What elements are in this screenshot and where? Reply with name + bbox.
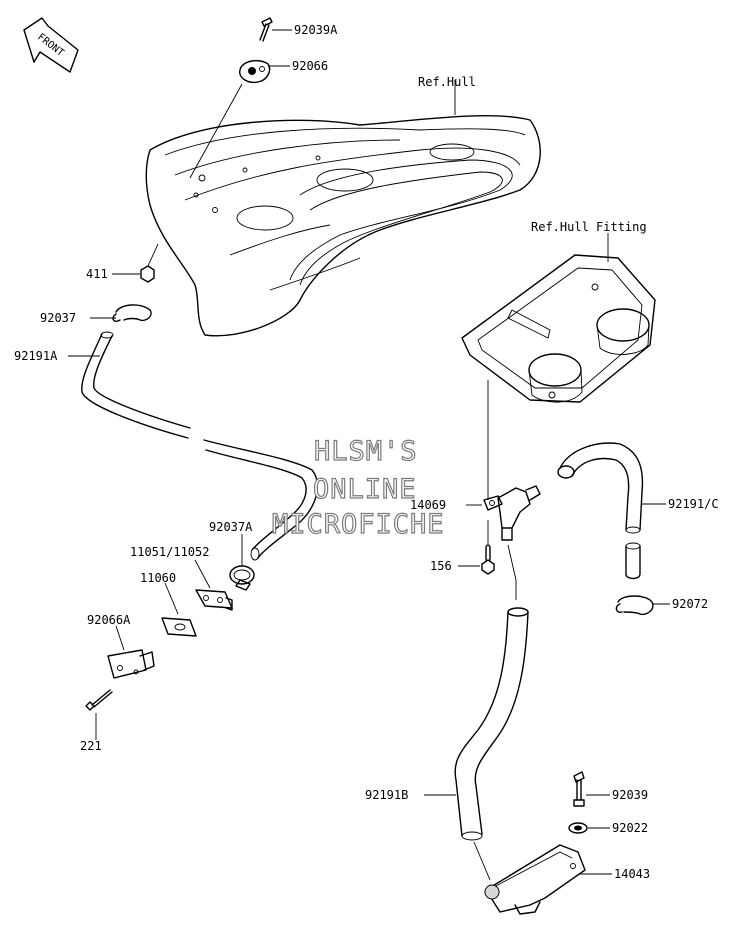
part-label-14043: 14043 xyxy=(614,867,650,881)
plate-14043: 14043 xyxy=(484,844,650,915)
part-label-92037a: 92037A xyxy=(209,520,253,534)
clip-92066: 92066 xyxy=(189,59,328,179)
flange-11051-11052: 11051/11052 xyxy=(130,545,233,611)
ref-hull-label: Ref.Hull xyxy=(418,75,476,89)
bolt-92039: 92039 xyxy=(573,771,648,807)
watermark: HLSM'S ONLINE MICROFICHE xyxy=(271,435,445,540)
part-label-92022: 92022 xyxy=(612,821,648,835)
gasket-11060: 11060 xyxy=(140,571,197,637)
hose-92191a: 92191A xyxy=(14,331,319,561)
screw-221: 221 xyxy=(80,689,113,753)
hull-fitting-tray: Ref.Hull Fitting xyxy=(461,220,656,403)
part-label-156: 156 xyxy=(430,559,452,573)
part-label-92037: 92037 xyxy=(40,311,76,325)
bolt-92039a: 92039A xyxy=(259,17,338,42)
part-label-11051-11052: 11051/11052 xyxy=(130,545,209,559)
part-label-11060: 11060 xyxy=(140,571,176,585)
watermark-line-1: HLSM'S xyxy=(314,436,418,467)
part-label-92039: 92039 xyxy=(612,788,648,802)
front-arrow-badge: FRONT xyxy=(23,17,79,73)
washer-92022: 92022 xyxy=(568,821,648,835)
part-label-92066a: 92066A xyxy=(87,613,131,627)
hose-92191b: 92191B xyxy=(365,544,529,881)
part-label-92072: 92072 xyxy=(672,597,708,611)
part-label-92191c: 92191/C xyxy=(668,497,719,511)
part-label-92039a: 92039A xyxy=(294,23,338,37)
bolt-156: 156 xyxy=(430,520,495,575)
hull-outline: Ref.Hull xyxy=(145,75,541,337)
watermark-line-2: ONLINE xyxy=(313,474,417,505)
part-label-14069: 14069 xyxy=(410,498,446,512)
ref-hull-fitting-label: Ref.Hull Fitting xyxy=(531,220,647,234)
elbow-14069: 14069 xyxy=(410,380,541,541)
part-label-411: 411 xyxy=(86,267,108,281)
part-label-92191b: 92191B xyxy=(365,788,408,802)
fitting-92066a: 92066A xyxy=(87,613,155,679)
part-label-221: 221 xyxy=(80,739,102,753)
part-label-92191a: 92191A xyxy=(14,349,58,363)
clamp-92037: 92037 xyxy=(40,304,152,325)
hose-92191c: 92191/C xyxy=(557,442,719,580)
part-label-92066: 92066 xyxy=(292,59,328,73)
clamp-92072: 92072 xyxy=(615,595,708,616)
watermark-line-3: MICROFICHE xyxy=(272,509,445,540)
clamp-92037a: 92037A xyxy=(209,520,255,591)
nut-411: 411 xyxy=(86,243,159,283)
